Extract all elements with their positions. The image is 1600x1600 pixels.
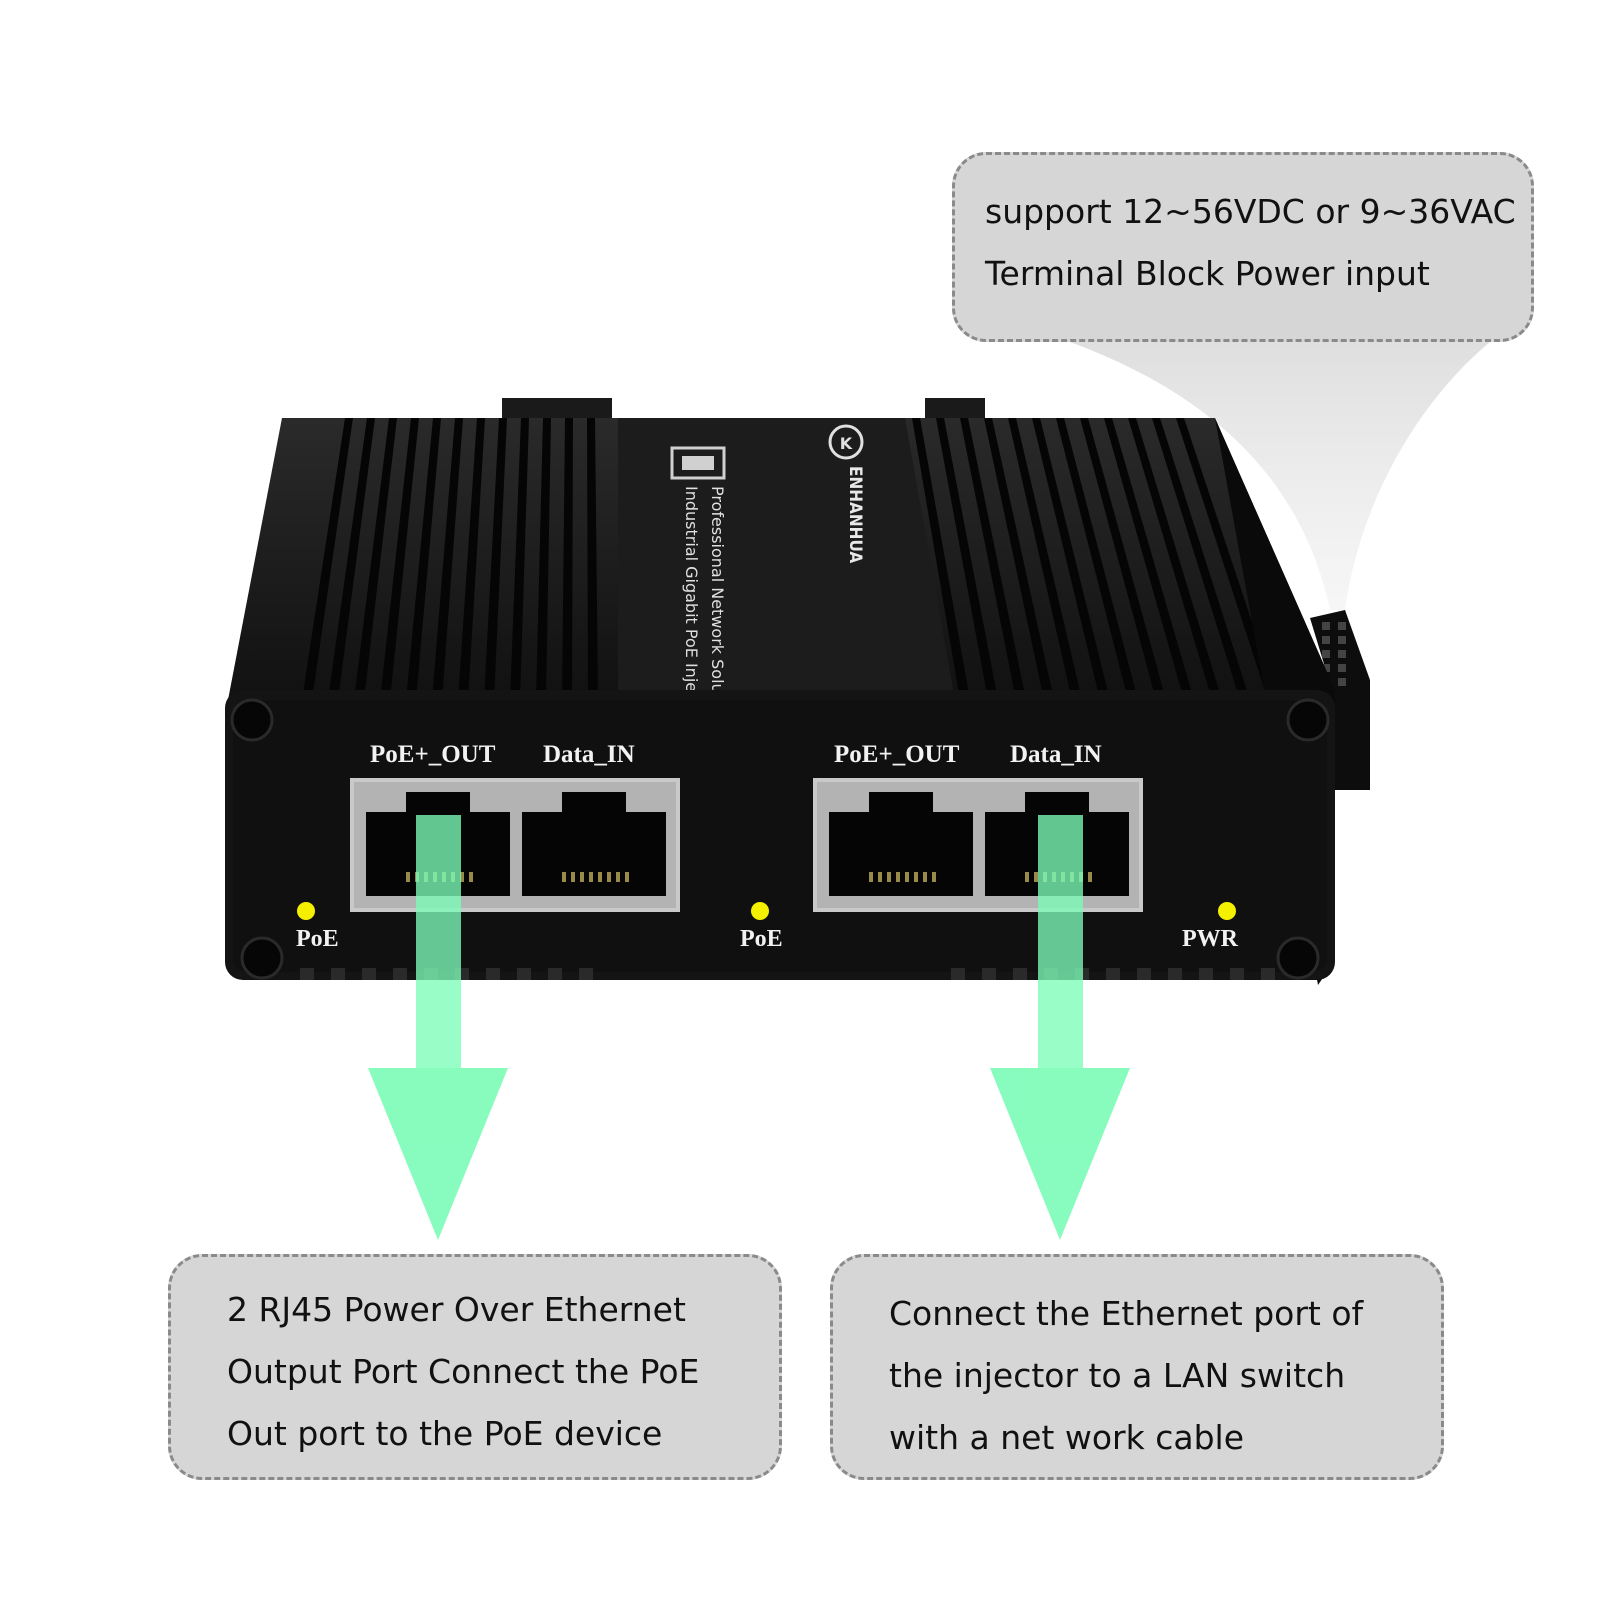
fin <box>1199 968 1213 980</box>
fin <box>484 418 507 700</box>
fin <box>1168 968 1182 980</box>
fin <box>362 968 376 980</box>
rj45-jack[interactable] <box>522 792 666 896</box>
brand-logo-icon: K <box>828 424 864 460</box>
heatsink-fins-bottom <box>300 968 1275 980</box>
fin <box>380 418 419 700</box>
callout-data-input: Connect the Ethernet port of the injecto… <box>830 1254 1444 1480</box>
port-label-3: PoE+_OUT <box>834 741 960 768</box>
terminal-hole <box>1338 678 1346 686</box>
led-poe-1 <box>297 902 315 920</box>
port-label-2: Data_IN <box>543 741 635 768</box>
led-label-3: PWR <box>1182 926 1239 952</box>
led-label-2: PoE <box>740 926 783 952</box>
fin <box>912 418 970 700</box>
terminal-hole <box>1338 636 1346 644</box>
terminal-hole <box>1338 650 1346 658</box>
fin <box>536 418 551 700</box>
port-label-4: Data_IN <box>1010 741 1102 768</box>
fin <box>1261 968 1275 980</box>
terminal-hole <box>1322 622 1330 630</box>
fin <box>548 968 562 980</box>
top-label-line2: Industrial Gigabit PoE Injector <box>682 486 701 724</box>
fin <box>587 418 598 700</box>
top-label-line1: Professional Network Solution <box>708 486 727 724</box>
terminal-block <box>1310 610 1370 790</box>
front-screws <box>230 698 1330 980</box>
callout-text-line: 2 RJ45 Power Over Ethernet <box>227 1290 686 1329</box>
fin <box>1008 418 1082 700</box>
fin <box>331 968 345 980</box>
led-label-1: PoE <box>296 926 339 952</box>
fin <box>517 968 531 980</box>
rj45-jack[interactable] <box>829 792 973 896</box>
fin <box>302 418 353 700</box>
led-poe-2 <box>751 902 769 920</box>
heatsink-fins-right <box>912 418 1278 700</box>
port-label-1: PoE+_OUT <box>370 741 496 768</box>
callout-text-line: Out port to the PoE device <box>227 1414 663 1453</box>
callout-text-line: Output Port Connect the PoE <box>227 1352 700 1391</box>
down-arrow-icon <box>368 815 508 1240</box>
down-arrow-icon <box>990 815 1130 1240</box>
callout-text-line: Terminal Block Power input <box>985 254 1430 293</box>
top-plate <box>618 418 955 700</box>
callout-text-line: Connect the Ethernet port of <box>889 1294 1364 1333</box>
fin <box>951 968 965 980</box>
fin <box>984 418 1054 700</box>
fin <box>1013 968 1027 980</box>
fin <box>486 968 500 980</box>
fin <box>354 418 397 700</box>
callout-text-line: support 12~56VDC or 9~36VAC <box>985 192 1516 231</box>
fin <box>960 418 1026 700</box>
terminal-hole <box>1338 664 1346 672</box>
fin <box>1137 968 1151 980</box>
fin <box>393 968 407 980</box>
fin <box>1032 418 1110 700</box>
fin <box>1056 418 1138 700</box>
fin <box>1080 418 1166 700</box>
fin <box>406 418 441 700</box>
callout-pointer <box>1070 342 1490 610</box>
fin <box>300 968 314 980</box>
callout-text-line: the injector to a LAN switch <box>889 1356 1346 1395</box>
heatsink-fins-left <box>302 418 598 700</box>
fin <box>579 968 593 980</box>
fin <box>1104 418 1194 700</box>
terminal-hole <box>1322 650 1330 658</box>
fin <box>1152 418 1250 700</box>
fin <box>432 418 463 700</box>
fin <box>328 418 375 700</box>
fin <box>982 968 996 980</box>
svg-text:K: K <box>840 434 853 453</box>
fin <box>1128 418 1222 700</box>
fin <box>510 418 529 700</box>
fin <box>562 418 573 700</box>
brand-name: ENHANHUA <box>845 466 865 563</box>
fin <box>1176 418 1278 700</box>
terminal-hole <box>1322 636 1330 644</box>
terminal-hole <box>1338 622 1346 630</box>
led-pwr <box>1218 902 1236 920</box>
fin <box>1230 968 1244 980</box>
callout-text-line: with a net work cable <box>889 1418 1244 1457</box>
fin <box>936 418 998 700</box>
callout-power-input: support 12~56VDC or 9~36VAC Terminal Blo… <box>952 152 1534 342</box>
callout-poe-output: 2 RJ45 Power Over Ethernet Output Port C… <box>168 1254 782 1480</box>
fin <box>1106 968 1120 980</box>
rj45-port-icon <box>670 446 726 480</box>
terminal-hole <box>1322 664 1330 672</box>
fin <box>458 418 485 700</box>
